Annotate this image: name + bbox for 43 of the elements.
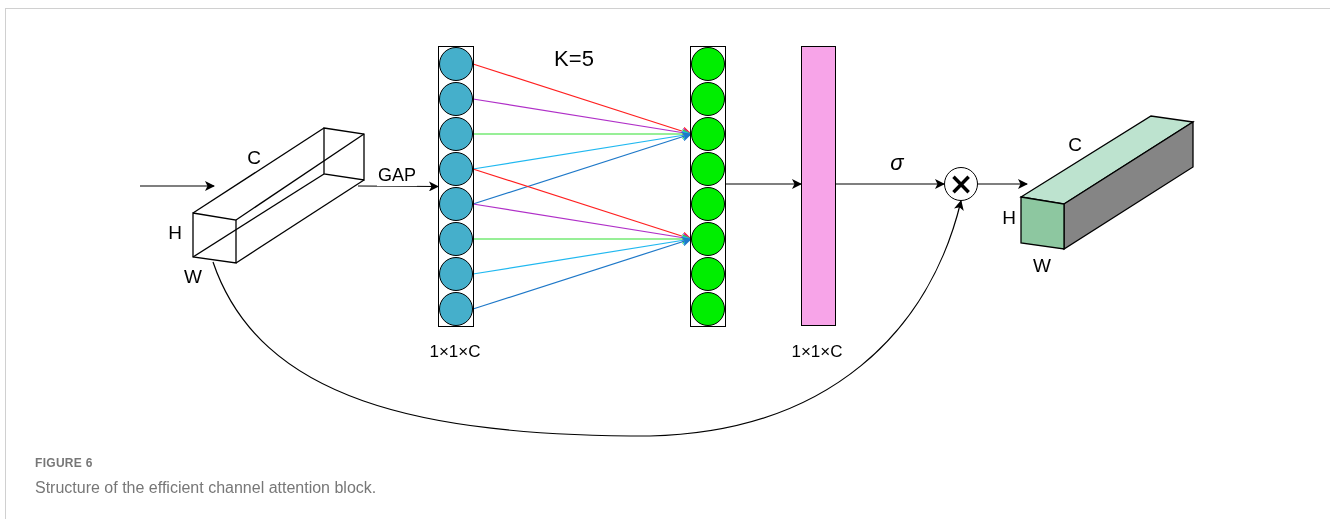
channel-circle (439, 117, 473, 151)
arrow (725, 179, 802, 189)
edge-label: GAP (377, 166, 417, 186)
figure-number: FIGURE 6 (35, 456, 93, 470)
weight-bar (801, 46, 836, 326)
channel-circle (691, 117, 725, 151)
dimension-label: H (167, 222, 183, 244)
arrow (835, 179, 945, 189)
arrow (139, 181, 215, 191)
channel-circle (691, 257, 725, 291)
feature-cuboid (193, 128, 364, 263)
channel-circle (691, 222, 725, 256)
dimension-label: W (1032, 255, 1052, 277)
channel-circle (691, 292, 725, 326)
dimension-label: W (183, 266, 203, 288)
arrow (977, 179, 1028, 189)
kernel-size-label: K=5 (553, 46, 595, 72)
caption: Structure of the efficient channel attention block. (35, 479, 377, 497)
dimension-label: 1×1×C (790, 342, 844, 362)
dimension-label: H (1001, 207, 1017, 229)
skip-connection-arrow (212, 200, 964, 437)
arrow (472, 129, 692, 139)
arrow (472, 237, 692, 310)
feature-cuboid (1021, 116, 1193, 249)
channel-circle (691, 152, 725, 186)
channel-circle (691, 82, 725, 116)
arrow (472, 234, 692, 244)
channel-circle (439, 257, 473, 291)
channel-circle (439, 47, 473, 81)
multiply-operator: × (944, 167, 978, 201)
dimension-label: 1×1×C (428, 342, 482, 362)
arrow (472, 132, 692, 205)
channel-circle (691, 47, 725, 81)
channel-circle (439, 152, 473, 186)
channel-column (690, 46, 726, 327)
channel-circle (439, 187, 473, 221)
channel-circle (439, 82, 473, 116)
dimension-label: C (1067, 134, 1083, 156)
channel-column (438, 46, 474, 327)
channel-circle (439, 292, 473, 326)
channel-circle (439, 222, 473, 256)
channel-circle (691, 187, 725, 221)
dimension-label: C (246, 147, 262, 169)
